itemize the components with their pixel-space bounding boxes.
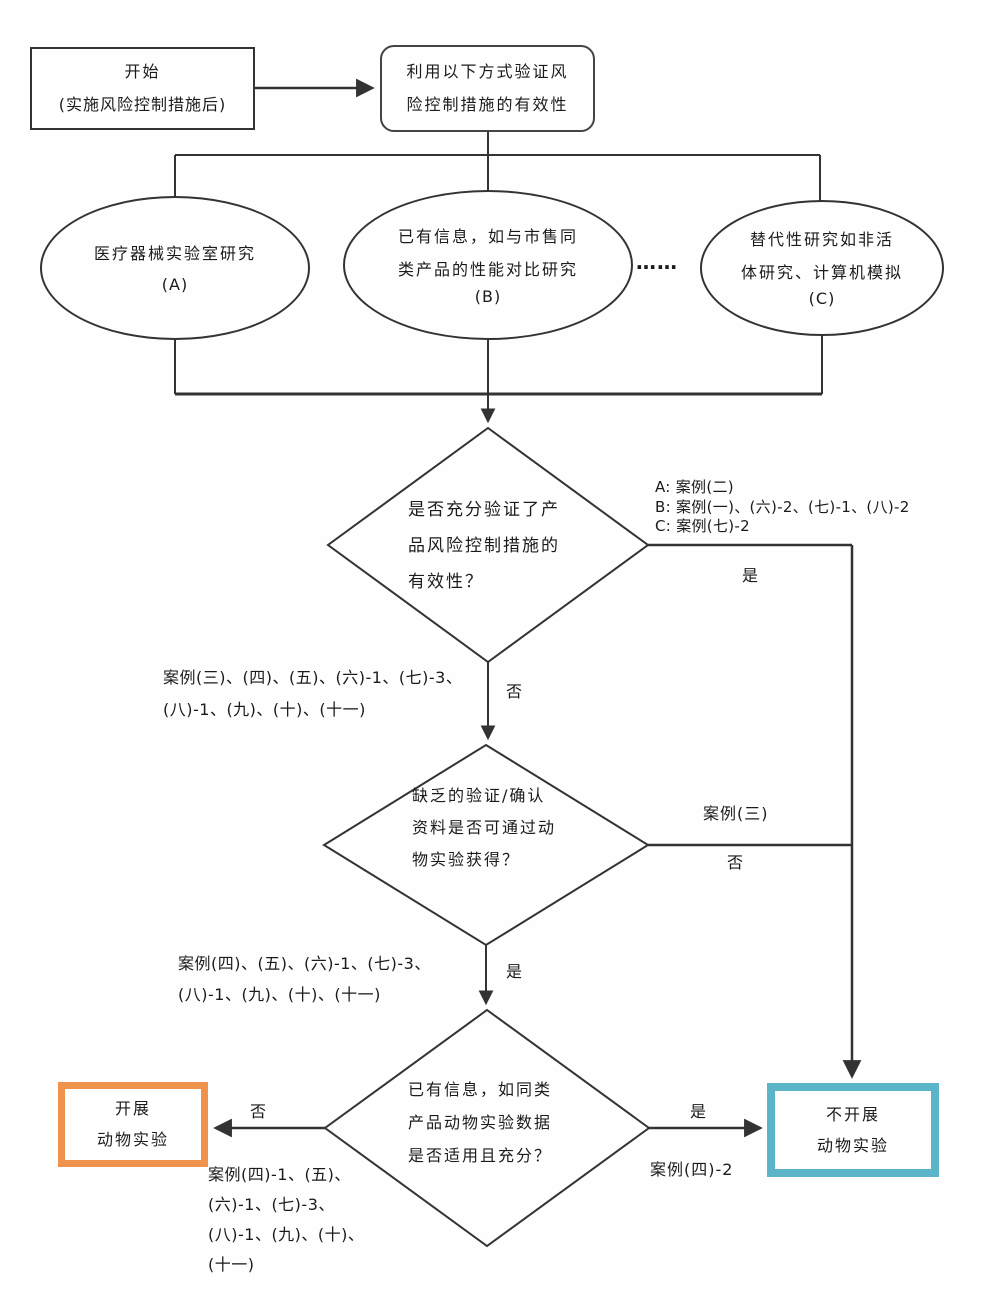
decision1-no-label: 否 bbox=[506, 682, 524, 701]
decision2-question: 缺乏的验证/确认 资料是否可通过动 物实验获得？ bbox=[412, 780, 556, 876]
not-carry-out-line1: 不开展 bbox=[825, 1104, 880, 1124]
verify-methods-line2: 险控制措施的有效性 bbox=[406, 95, 569, 114]
decision1-no-cases: 案例(三)、(四)、(五)、(六)-1、(七)-3、 (八)-1、(九)、(十)… bbox=[163, 662, 462, 726]
carry-out-line2: 动物实验 bbox=[96, 1130, 169, 1149]
verify-methods-node: 利用以下方式验证风 险控制措施的有效性 bbox=[380, 45, 595, 132]
decision3-no-cases: 案例(四)-1、(五)、 (六)-1、(七)-3、 (八)-1、(九)、(十)、… bbox=[208, 1160, 364, 1280]
decision1-yes-cases-c: C: 案例(七)-2 bbox=[655, 517, 750, 535]
decision2-no-label: 否 bbox=[727, 853, 745, 872]
carry-out-line1: 开展 bbox=[114, 1099, 151, 1118]
decision1-yes-cases: A: 案例(二) B: 案例(一)、(六)-2、(七)-1、(八)-2 C: 案… bbox=[655, 478, 910, 537]
ellipse-c-line1: 替代性研究如非活 bbox=[749, 229, 894, 249]
decision2-yes-cases: 案例(四)、(五)、(六)-1、(七)-3、 (八)-1、(九)、(十)、(十一… bbox=[178, 948, 431, 1010]
decision3-yes-label: 是 bbox=[690, 1102, 708, 1121]
verify-methods-line1: 利用以下方式验证风 bbox=[406, 62, 569, 81]
start-node: 开始 (实施风险控制措施后) bbox=[30, 47, 255, 130]
decision3-line1: 已有信息，如同类 bbox=[408, 1080, 553, 1099]
ellipse-c-line2: 体研究、计算机模拟 bbox=[740, 262, 903, 282]
decision3-no-cases-line1: 案例(四)-1、(五)、 bbox=[208, 1165, 351, 1184]
decision2-yes-cases-line1: 案例(四)、(五)、(六)-1、(七)-3、 bbox=[178, 954, 431, 973]
ellipse-existing-info: 已有信息，如与市售同 类产品的性能对比研究 (B) bbox=[343, 190, 633, 340]
carry-out-animal-test-node: 开展 动物实验 bbox=[58, 1082, 208, 1167]
decision3-no-cases-line3: (八)-1、(九)、(十)、 bbox=[208, 1225, 365, 1244]
decision1-no-cases-line1: 案例(三)、(四)、(五)、(六)-1、(七)-3、 bbox=[163, 668, 463, 687]
ellipse-lab-research: 医疗器械实验室研究 (A) bbox=[40, 196, 310, 340]
decision1-line1: 是否充分验证了产 bbox=[408, 500, 560, 520]
decision2-no-case: 案例(三) bbox=[703, 804, 769, 823]
decision3-no-cases-line2: (六)-1、(七)-3、 bbox=[208, 1195, 335, 1214]
decision3-line3: 是否适用且充分？ bbox=[408, 1146, 553, 1165]
decision3-no-cases-line4: (十一) bbox=[208, 1255, 255, 1274]
ellipse-a-line1: 医疗器械实验室研究 bbox=[93, 243, 256, 263]
decision3-no-label: 否 bbox=[250, 1102, 268, 1121]
decision3-question: 已有信息，如同类 产品动物实验数据 是否适用且充分？ bbox=[408, 1073, 552, 1172]
start-node-line2: (实施风险控制措施后) bbox=[58, 95, 227, 114]
decision1-yes-cases-a: A: 案例(二) bbox=[655, 478, 734, 496]
decision2-yes-label: 是 bbox=[506, 962, 524, 981]
start-node-line1: 开始 bbox=[124, 62, 161, 81]
decision2-line2: 资料是否可通过动 bbox=[412, 818, 557, 837]
ellipse-b-line2: 类产品的性能对比研究 bbox=[397, 260, 578, 279]
decision2-line1: 缺乏的验证/确认 bbox=[412, 786, 546, 805]
decision2-line3: 物实验获得？ bbox=[412, 850, 521, 869]
ellipse-b-label: (B) bbox=[474, 287, 502, 306]
decision1-line2: 品风险控制措施的 bbox=[408, 536, 560, 556]
decision1-yes-cases-b: B: 案例(一)、(六)-2、(七)-1、(八)-2 bbox=[655, 497, 910, 516]
decision1-yes-label: 是 bbox=[742, 566, 760, 585]
decision1-no-cases-line2: (八)-1、(九)、(十)、(十一) bbox=[163, 700, 366, 719]
decision1-line3: 有效性？ bbox=[408, 572, 484, 592]
decision3-line2: 产品动物实验数据 bbox=[408, 1113, 553, 1132]
not-carry-out-animal-test-node: 不开展 动物实验 bbox=[767, 1083, 939, 1177]
ellipse-alternative-research: 替代性研究如非活 体研究、计算机模拟 (C) bbox=[700, 200, 944, 336]
ellipse-b-line1: 已有信息，如与市售同 bbox=[397, 227, 578, 246]
decision3-yes-case: 案例(四)-2 bbox=[650, 1160, 734, 1179]
ellipse-c-label: (C) bbox=[808, 288, 836, 308]
ellipsis-dots: …… bbox=[636, 250, 678, 274]
not-carry-out-line2: 动物实验 bbox=[816, 1135, 889, 1155]
decision1-question: 是否充分验证了产 品风险控制措施的 有效性？ bbox=[408, 492, 560, 600]
decision2-yes-cases-line2: (八)-1、(九)、(十)、(十一) bbox=[178, 985, 381, 1004]
ellipse-a-label: (A) bbox=[161, 274, 189, 294]
